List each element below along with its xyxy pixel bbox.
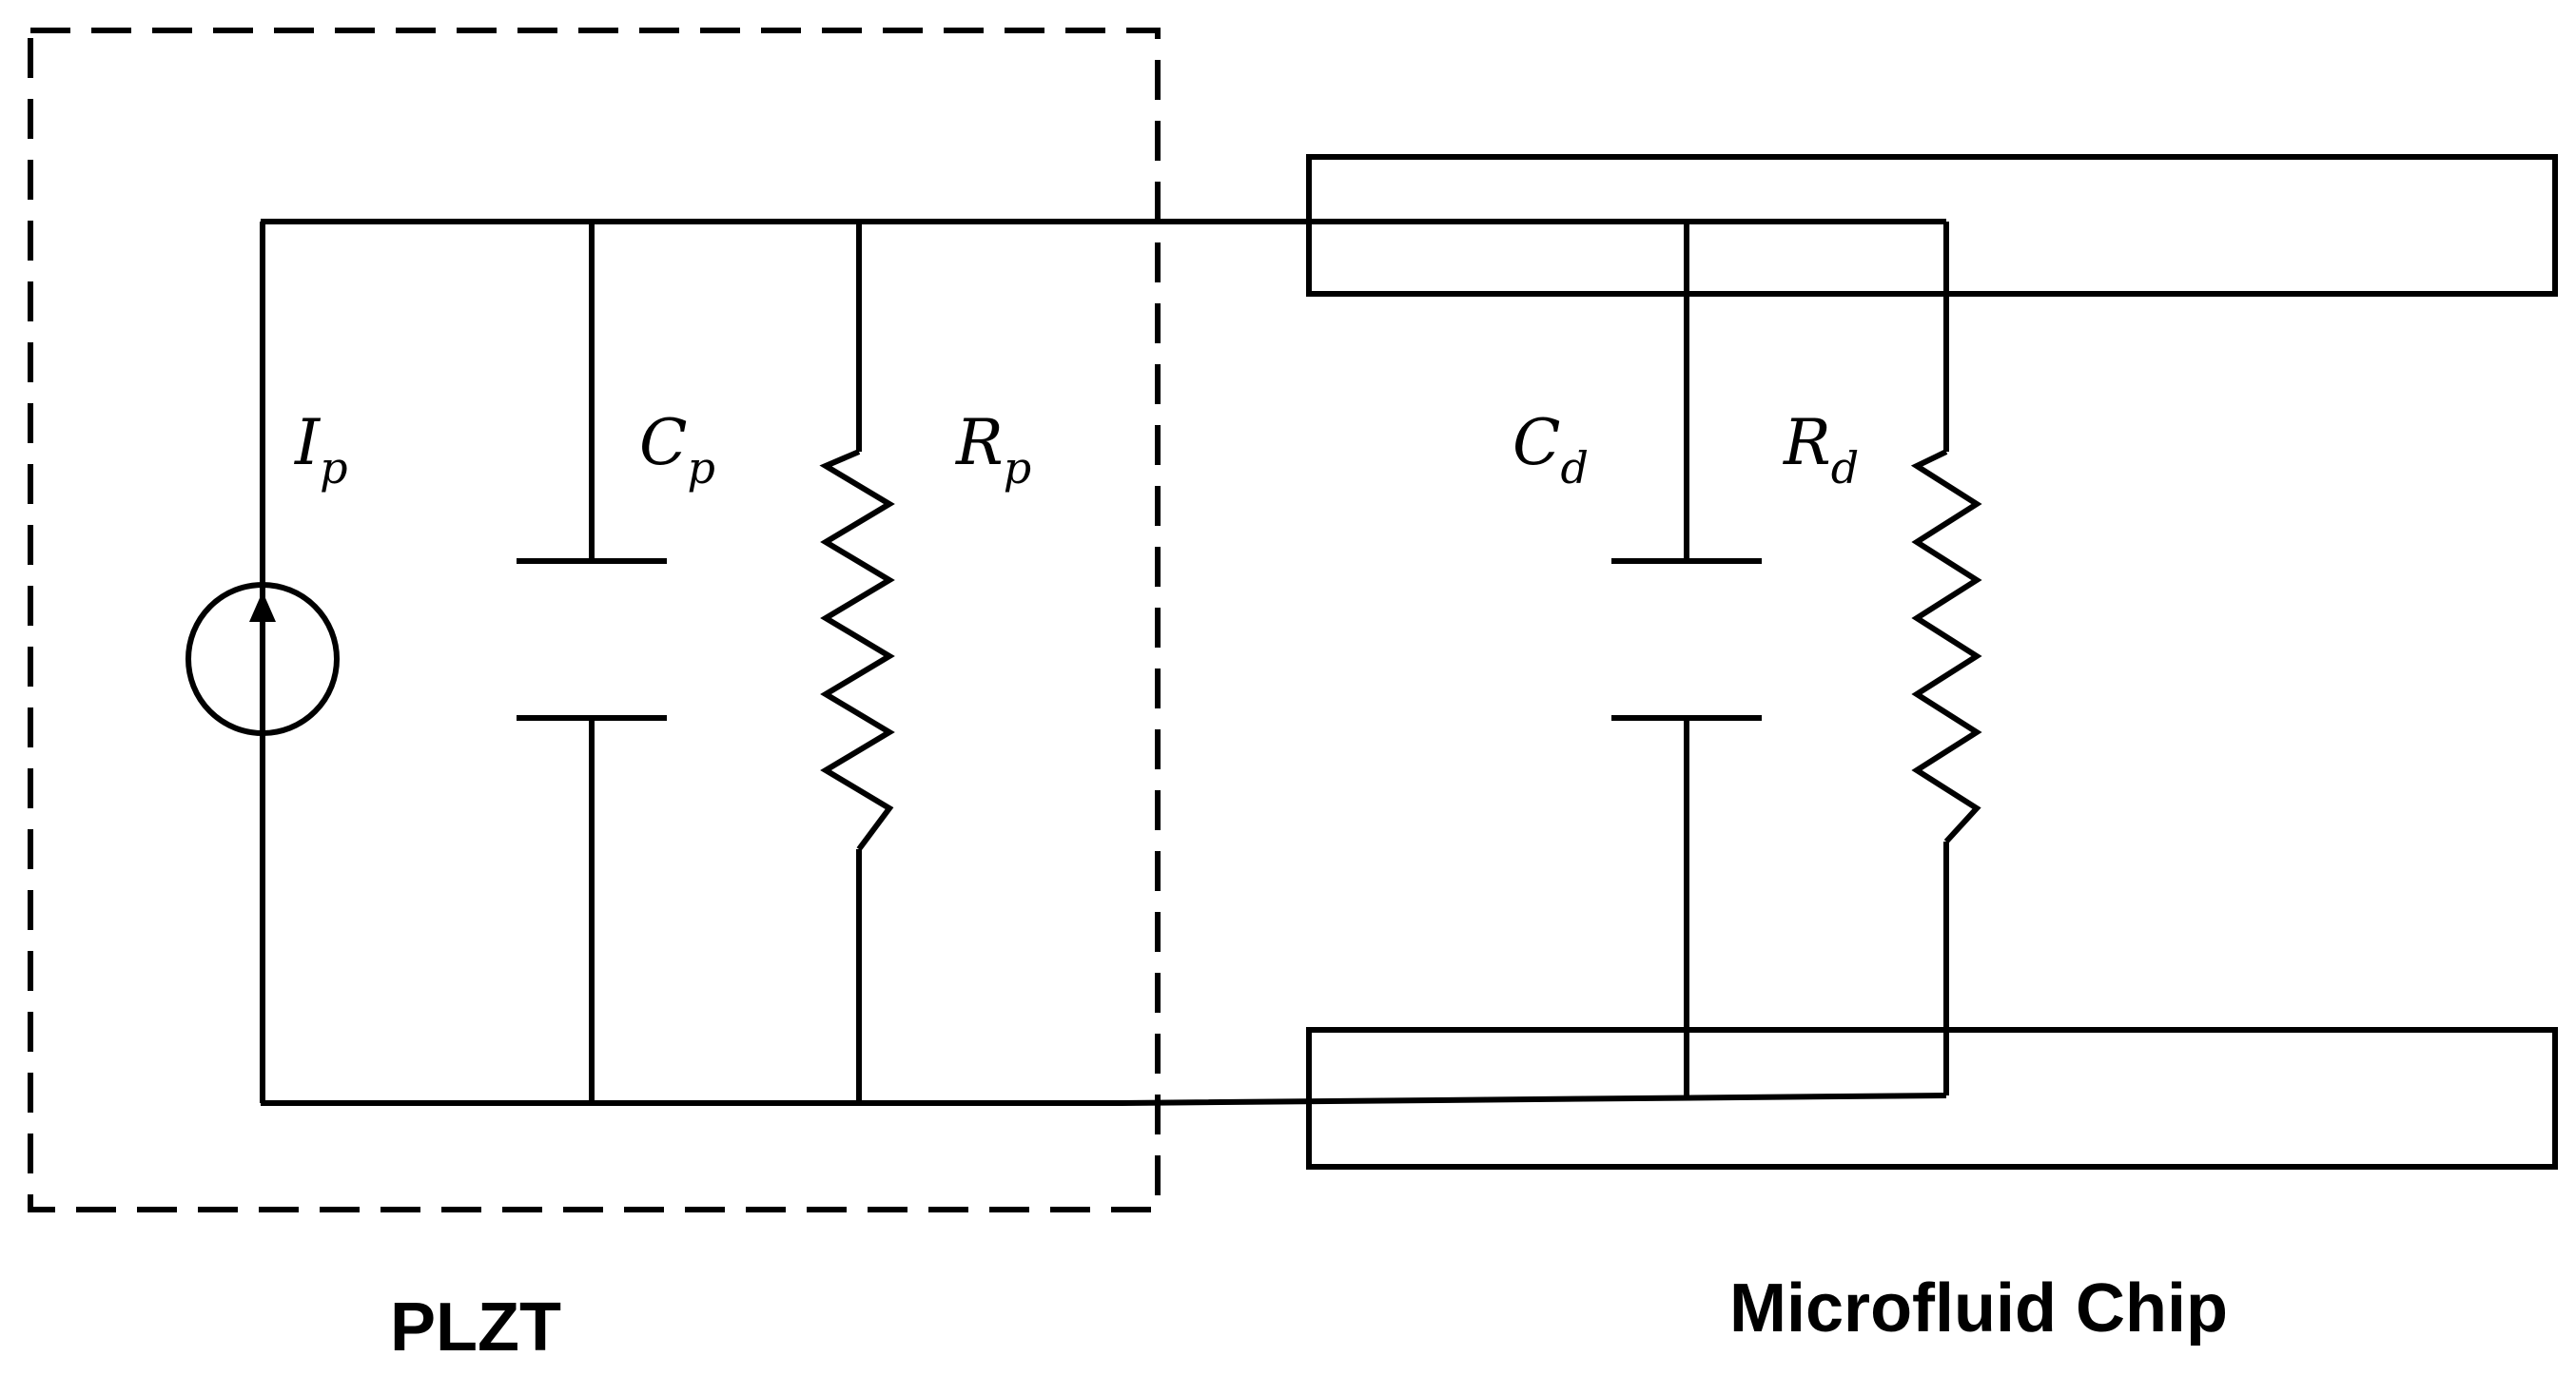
label-cp: Cp <box>639 406 715 494</box>
label-ip-main: I <box>294 406 322 479</box>
bottom-electrode <box>1306 1027 2558 1170</box>
caption-microfluid-chip: Microfluid Chip <box>1729 1270 2228 1347</box>
bottom-rail <box>261 1093 1947 1106</box>
capacitor-cp <box>517 222 667 1103</box>
label-cd-sub: d <box>1561 442 1589 494</box>
label-rp-sub: p <box>1004 442 1031 494</box>
arrow-up-icon <box>249 591 276 622</box>
label-rp: Rp <box>955 406 1031 494</box>
source-circle <box>185 582 340 736</box>
plzt-boundary <box>28 28 1161 1212</box>
label-ip-sub: p <box>320 442 347 494</box>
label-cd: Cd <box>1512 406 1589 494</box>
resistor-rd <box>1910 222 1982 1095</box>
label-rd-main: R <box>1783 406 1831 479</box>
label-cp-sub: p <box>688 442 715 494</box>
capacitor-cd <box>1611 222 1762 1095</box>
label-rd: Rd <box>1783 406 1859 494</box>
top-electrode <box>1306 154 2558 297</box>
label-cp-main: C <box>639 406 688 479</box>
label-rd-sub: d <box>1831 442 1859 494</box>
caption-plzt: PLZT <box>390 1289 561 1366</box>
label-ip: Ip <box>294 406 348 494</box>
label-rp-main: R <box>955 406 1004 479</box>
label-cd-main: C <box>1512 406 1561 479</box>
resistor-rp <box>819 222 895 1103</box>
current-source <box>185 222 340 1103</box>
